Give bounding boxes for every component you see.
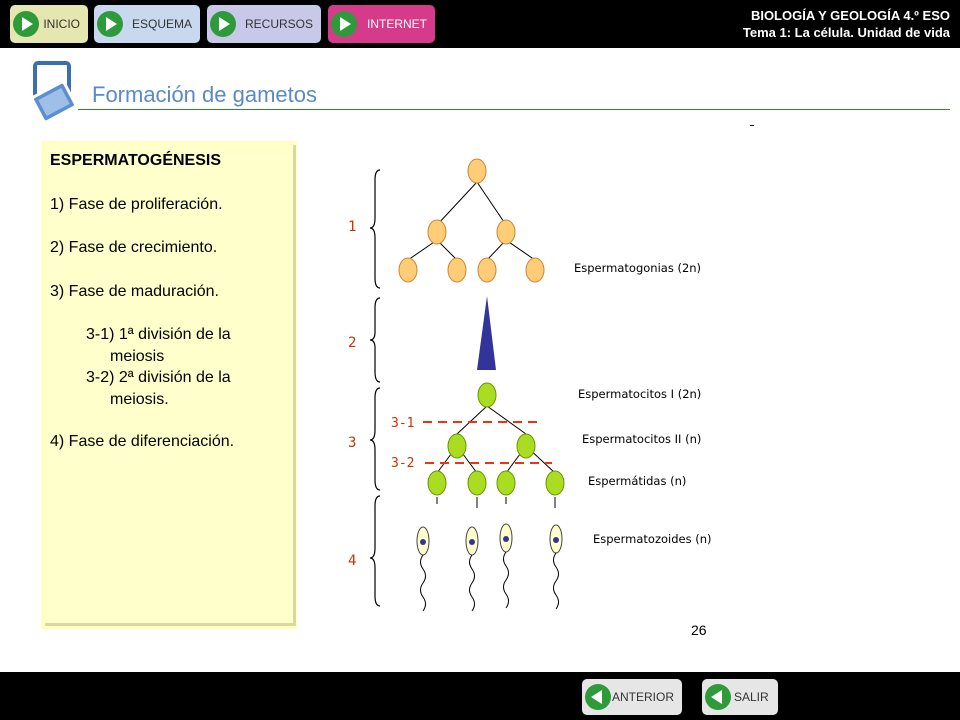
- previous-label: ANTERIOR: [612, 690, 675, 704]
- lineage-lines: [407, 181, 556, 474]
- spermatid-cell: [496, 470, 516, 496]
- nav-recursos-label: RECURSOS: [244, 17, 313, 31]
- phase-brace: [369, 297, 381, 383]
- unit-title: Tema 1: La célula. Unidad de vida: [742, 25, 950, 40]
- phase-item: 3) Fase de maduración.: [50, 283, 219, 300]
- stage-label: Espermátidas (n): [588, 474, 686, 488]
- page-title: Formación de gametos: [92, 82, 317, 107]
- exit-label: SALIR: [734, 690, 769, 704]
- sub-phase-label: 3-1: [391, 416, 414, 431]
- spermatozoon: [549, 524, 563, 610]
- growth-triangle: [477, 296, 496, 370]
- spermatid-cell: [427, 470, 447, 496]
- page-number: 26: [691, 622, 707, 638]
- spermatogonium-cell: [525, 257, 545, 283]
- title-underline: [78, 109, 950, 110]
- phase-item: 1) Fase de proliferación.: [50, 196, 223, 213]
- spermatocyte-ii-cell: [447, 433, 467, 459]
- phase-brace: [369, 169, 381, 289]
- nav-inicio-label: INICIO: [43, 17, 80, 31]
- play-icon: [97, 11, 123, 37]
- nav-recursos-button[interactable]: RECURSOS: [207, 5, 321, 43]
- nav-internet-label: INTERNET: [367, 17, 427, 31]
- sub-phase-label: 3-2: [391, 456, 414, 471]
- course-title: BIOLOGÍA Y GEOLOGÍA 4.º ESO: [750, 8, 950, 23]
- phase-brace: [369, 387, 381, 491]
- arrow-left-icon: [585, 684, 611, 710]
- logo-icon: [31, 61, 77, 124]
- stage-label: Espermatocitos I (2n): [578, 387, 701, 401]
- spermatocyte-ii-cell: [516, 433, 536, 459]
- phase-item: 3-1) 1ª división de la: [86, 326, 231, 343]
- spermatocyte-i-cell: [477, 382, 497, 408]
- spermatogonium-cell: [398, 257, 418, 283]
- arrow-left-icon: [705, 684, 731, 710]
- phase-item: meiosis.: [110, 391, 169, 408]
- phase-item: 4) Fase de diferenciación.: [50, 433, 235, 450]
- stage-label: Espermatozoides (n): [593, 532, 712, 546]
- phases-panel: ESPERMATOGÉNESIS 1) Fase de proliferació…: [45, 145, 296, 626]
- phase-number: 4: [348, 553, 356, 569]
- spermatogonium-cell: [467, 158, 487, 184]
- play-icon: [13, 11, 39, 37]
- stage-label: Espermatocitos II (n): [582, 432, 701, 446]
- panel-title: ESPERMATOGÉNESIS: [50, 152, 221, 169]
- spermatogonium-cell: [427, 219, 447, 245]
- small-mark: [750, 125, 754, 126]
- exit-button[interactable]: SALIR: [702, 679, 778, 715]
- spermatogonium-cell: [496, 219, 516, 245]
- spermatozoon: [465, 526, 479, 612]
- nav-internet-button[interactable]: INTERNET: [328, 5, 435, 43]
- spermatid-cell: [467, 470, 487, 496]
- spermatid-cell: [545, 470, 565, 496]
- phase-number: 3: [348, 435, 356, 451]
- play-icon: [331, 11, 357, 37]
- spermatozoon: [416, 526, 430, 612]
- spermatogonium-cell: [447, 257, 467, 283]
- phase-number: 2: [348, 335, 356, 351]
- nav-inicio-button[interactable]: INICIO: [10, 5, 88, 43]
- previous-button[interactable]: ANTERIOR: [582, 679, 682, 715]
- phase-brace: [369, 495, 381, 607]
- course-header: BIOLOGÍA Y GEOLOGÍA 4.º ESO Tema 1: La c…: [743, 7, 950, 41]
- nav-esquema-button[interactable]: ESQUEMA: [94, 5, 200, 43]
- phase-item: 2) Fase de crecimiento.: [50, 239, 218, 256]
- bottom-bar: [0, 672, 960, 720]
- nav-esquema-label: ESQUEMA: [131, 17, 192, 31]
- phase-item: meiosis: [110, 348, 165, 365]
- phase-item: 3-2) 2ª división de la: [86, 369, 231, 386]
- spermatogonium-cell: [477, 257, 497, 283]
- stage-label: Espermatogonias (2n): [574, 261, 701, 275]
- spermatozoon: [499, 523, 513, 609]
- spermatogenesis-diagram: 1 2 3 4 3-1 3-2: [348, 158, 712, 612]
- play-icon: [210, 11, 236, 37]
- phase-number: 1: [348, 219, 356, 235]
